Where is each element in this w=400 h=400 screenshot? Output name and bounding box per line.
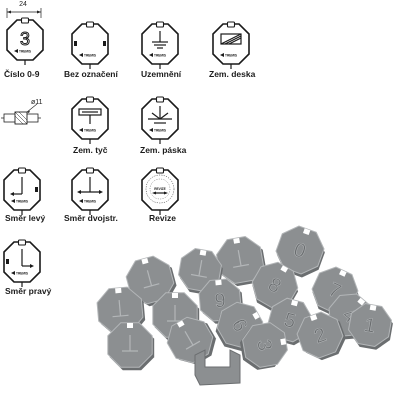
svg-text:1: 1 bbox=[362, 314, 377, 338]
svg-text:TREMIS: TREMIS bbox=[19, 50, 31, 54]
svg-text:TREMIS: TREMIS bbox=[16, 200, 28, 204]
photo-mounting-clip bbox=[194, 349, 241, 386]
tag-direction-left-icon: TREMIS bbox=[3, 167, 41, 215]
photo-tag-digit-3: 3 bbox=[239, 322, 288, 370]
dimension-width-label: 24 bbox=[19, 1, 27, 8]
svg-text:TREMIS: TREMIS bbox=[84, 129, 96, 133]
dimension-width-line bbox=[6, 8, 42, 18]
tag-blank-icon: TREMIS bbox=[71, 21, 109, 69]
tag-number-icon: 3 TREMIS bbox=[6, 17, 44, 65]
label-revize: Revize bbox=[149, 213, 176, 223]
svg-text:TREMIS: TREMIS bbox=[225, 54, 237, 58]
label-cislo: Číslo 0-9 bbox=[4, 69, 40, 79]
svg-text:TREMIS: TREMIS bbox=[84, 200, 96, 204]
svg-text:TREMIS: TREMIS bbox=[154, 129, 166, 133]
label-zem-paska: Zem. páska bbox=[140, 145, 187, 155]
tag-ground-icon: TREMIS bbox=[141, 21, 179, 69]
revision-mark: REVIZE bbox=[154, 187, 166, 191]
svg-text:TREMIS: TREMIS bbox=[84, 54, 96, 58]
photo-tag-digit-0: 0 bbox=[275, 225, 325, 278]
label-smer-dvojstr: Směr dvojstr. bbox=[64, 213, 118, 223]
label-zem-tyc: Zem. tyč bbox=[73, 145, 108, 155]
bore-diameter-drawing bbox=[1, 103, 41, 125]
tag-ground-strip-icon: TREMIS bbox=[141, 96, 179, 144]
svg-text:3: 3 bbox=[252, 338, 276, 353]
tag-ground-rod-icon: TREMIS bbox=[71, 96, 109, 144]
label-zem-deska: Zem. deska bbox=[209, 69, 256, 79]
photo-tag-symbol bbox=[216, 236, 266, 287]
svg-text:TREMIS: TREMIS bbox=[16, 272, 28, 276]
label-uzemneni: Uzemnění bbox=[141, 69, 182, 79]
photo-tag-digit-6: 6 bbox=[215, 301, 264, 351]
svg-text:TREMIS: TREMIS bbox=[154, 54, 166, 58]
label-bez-oznaceni: Bez označení bbox=[64, 69, 118, 79]
label-smer-pravy: Směr pravý bbox=[5, 286, 52, 296]
dimension-diameter-label: ø11 bbox=[31, 99, 43, 106]
photo-tag-digit-2: 2 bbox=[296, 311, 346, 361]
photo-tag-symbol bbox=[107, 322, 155, 371]
tag-ground-plate-icon: TREMIS bbox=[212, 21, 250, 69]
digit-three-glyph: 3 bbox=[20, 29, 30, 49]
photo-tag-digit-1: 1 bbox=[348, 303, 393, 350]
label-smer-levy: Směr levý bbox=[5, 213, 46, 223]
tag-direction-both-icon: TREMIS bbox=[71, 167, 109, 215]
tag-revision-icon: REVIZE bbox=[141, 167, 179, 215]
tag-direction-right-icon: TREMIS bbox=[3, 239, 41, 287]
svg-text:9: 9 bbox=[214, 290, 227, 313]
